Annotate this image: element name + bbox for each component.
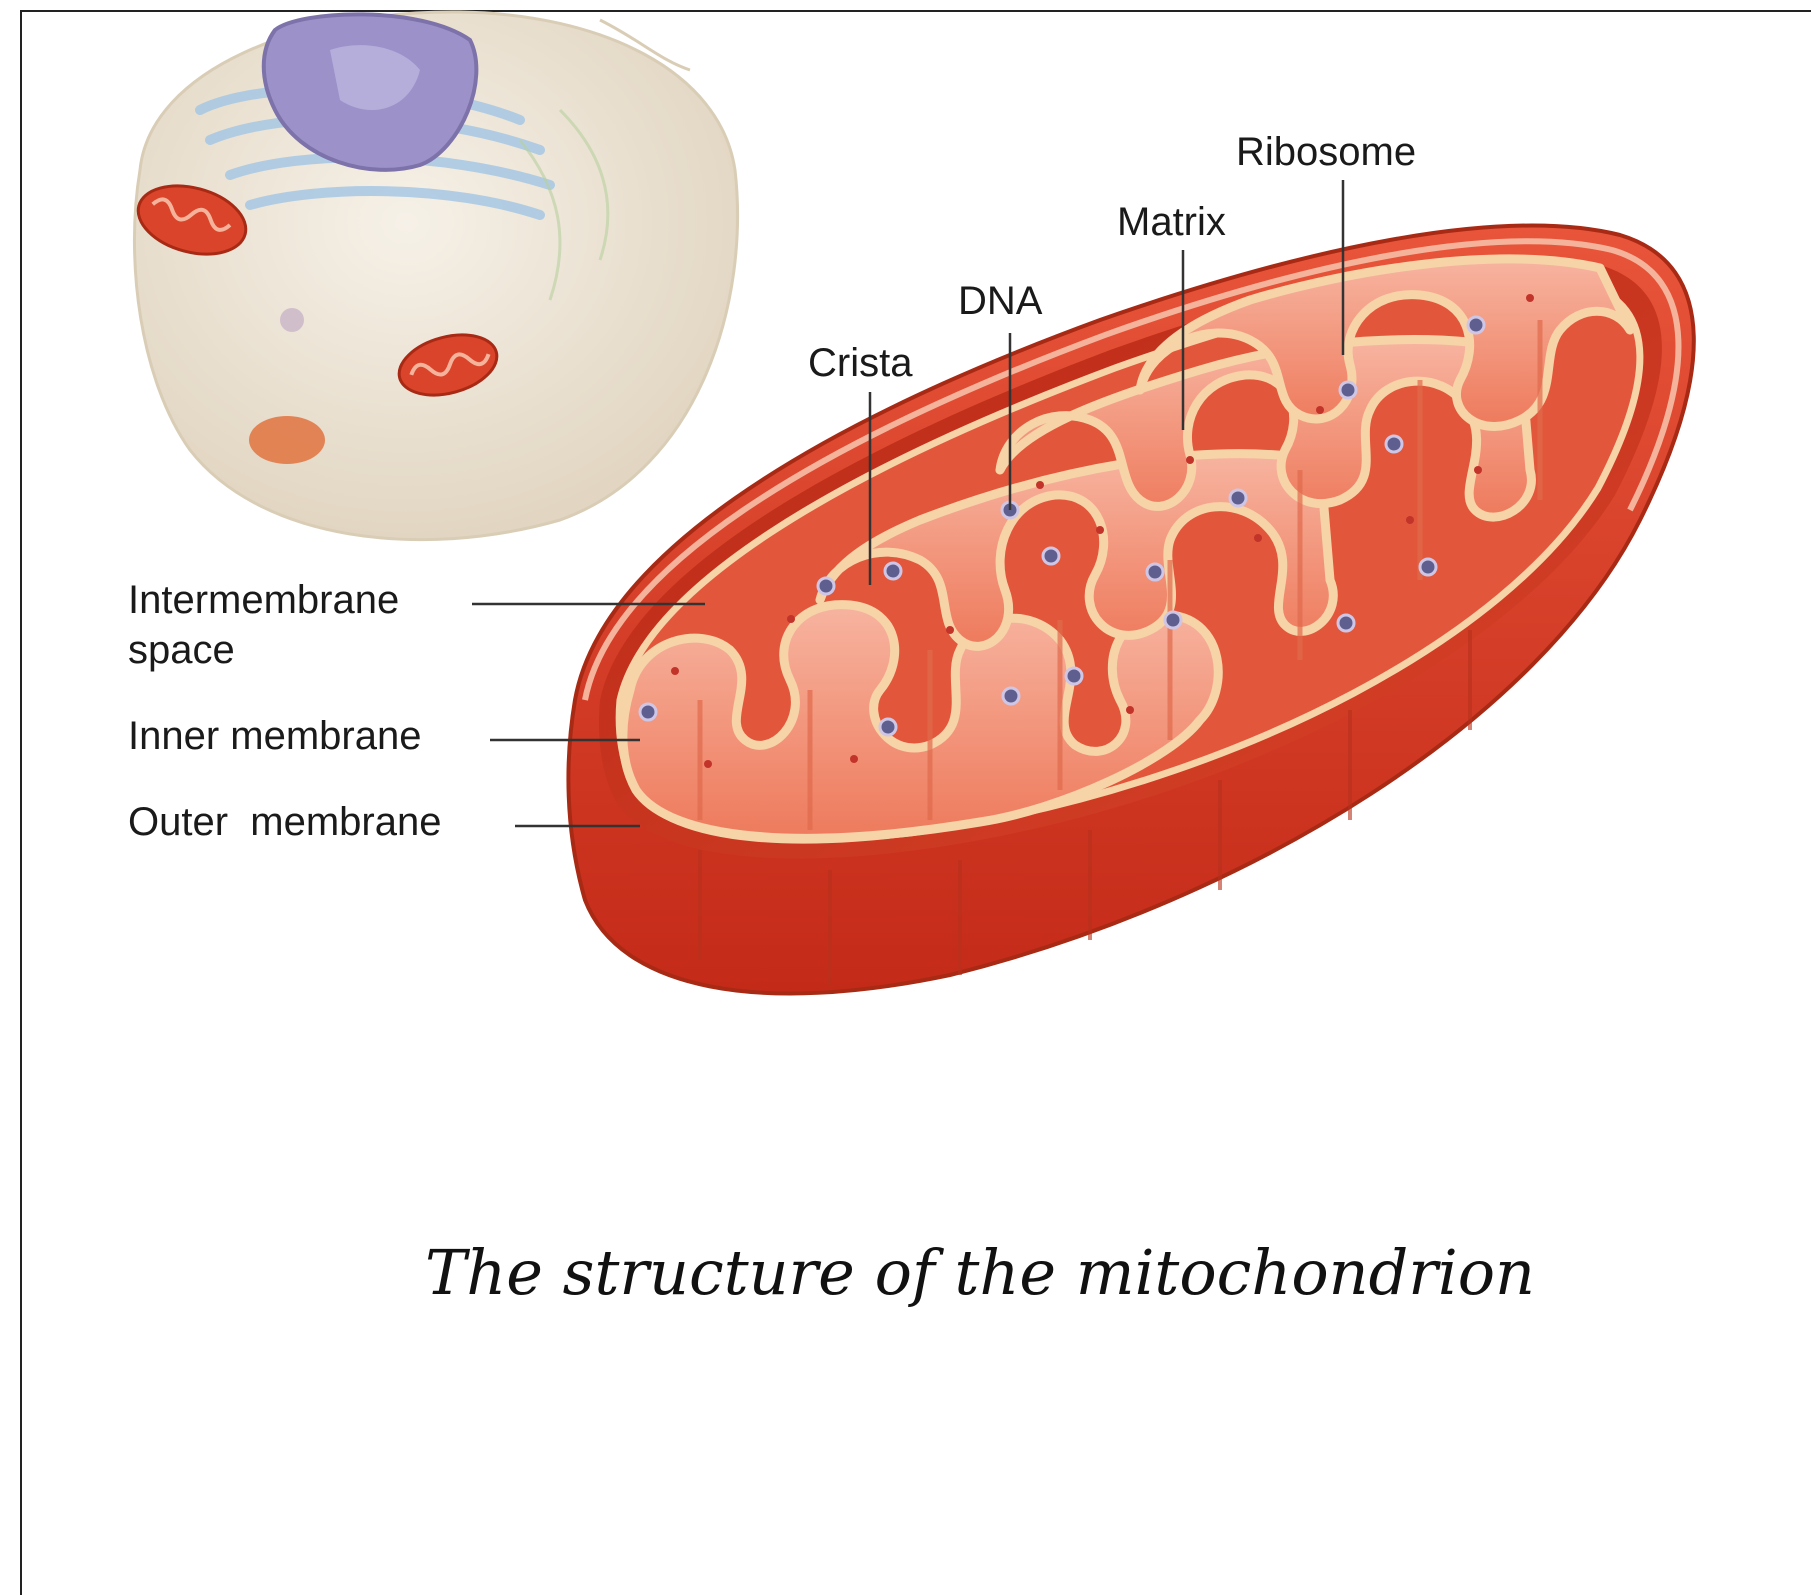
cell-illustration [131, 12, 738, 540]
mitochondrion [568, 226, 1693, 994]
figure-caption: The structure of the mitochondrion [300, 1236, 1660, 1309]
label-intermembrane-space-line2: space [128, 624, 235, 676]
label-ribosome: Ribosome [1236, 126, 1416, 178]
label-dna: DNA [958, 275, 1042, 327]
vesicle [280, 308, 304, 332]
label-intermembrane-space: Intermembrane [128, 574, 399, 626]
label-matrix: Matrix [1117, 196, 1226, 248]
label-outer-membrane: Outer membrane [128, 796, 441, 848]
label-crista: Crista [808, 337, 912, 389]
cell-mitochondrion [249, 416, 325, 464]
label-inner-membrane: Inner membrane [128, 710, 421, 762]
